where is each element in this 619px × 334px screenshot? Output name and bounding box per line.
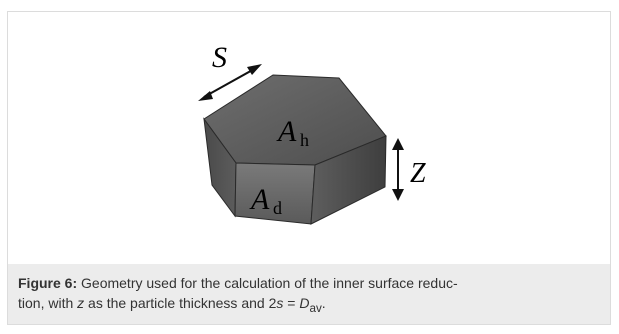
caption-var-d: D [299,295,310,311]
hex-area-subscript: h [300,130,309,150]
thickness-arrow [392,138,404,201]
caption-var-z: z [77,295,85,311]
caption-label: Figure 6: [18,275,78,291]
caption-text-5: . [321,295,326,311]
caption-text-1: Geometry used for the calculation of the… [77,275,458,291]
thickness-label: Z [410,158,426,189]
side-length-arrow [198,64,262,101]
diagram-svg: S A h A d Z [198,41,426,225]
caption-var-d-subscript: av [309,301,322,315]
caption-var-s: s [276,295,284,311]
side-length-label: S [212,41,227,74]
caption-text-2: tion, with [18,295,78,311]
hexagonal-prism-diagram: S A h A d Z [8,12,610,264]
caption-text-4: = [283,295,300,311]
side-area-label: A [249,183,270,216]
figure-caption: Figure 6: Geometry used for the calculat… [8,264,610,324]
right-side-face [310,135,387,225]
hex-area-label: A [276,115,297,148]
side-area-subscript: d [273,198,282,218]
figure-container: S A h A d Z Figure 6: Geometry used for … [7,11,611,325]
caption-text-3: as the particle thickness and 2 [84,295,277,311]
